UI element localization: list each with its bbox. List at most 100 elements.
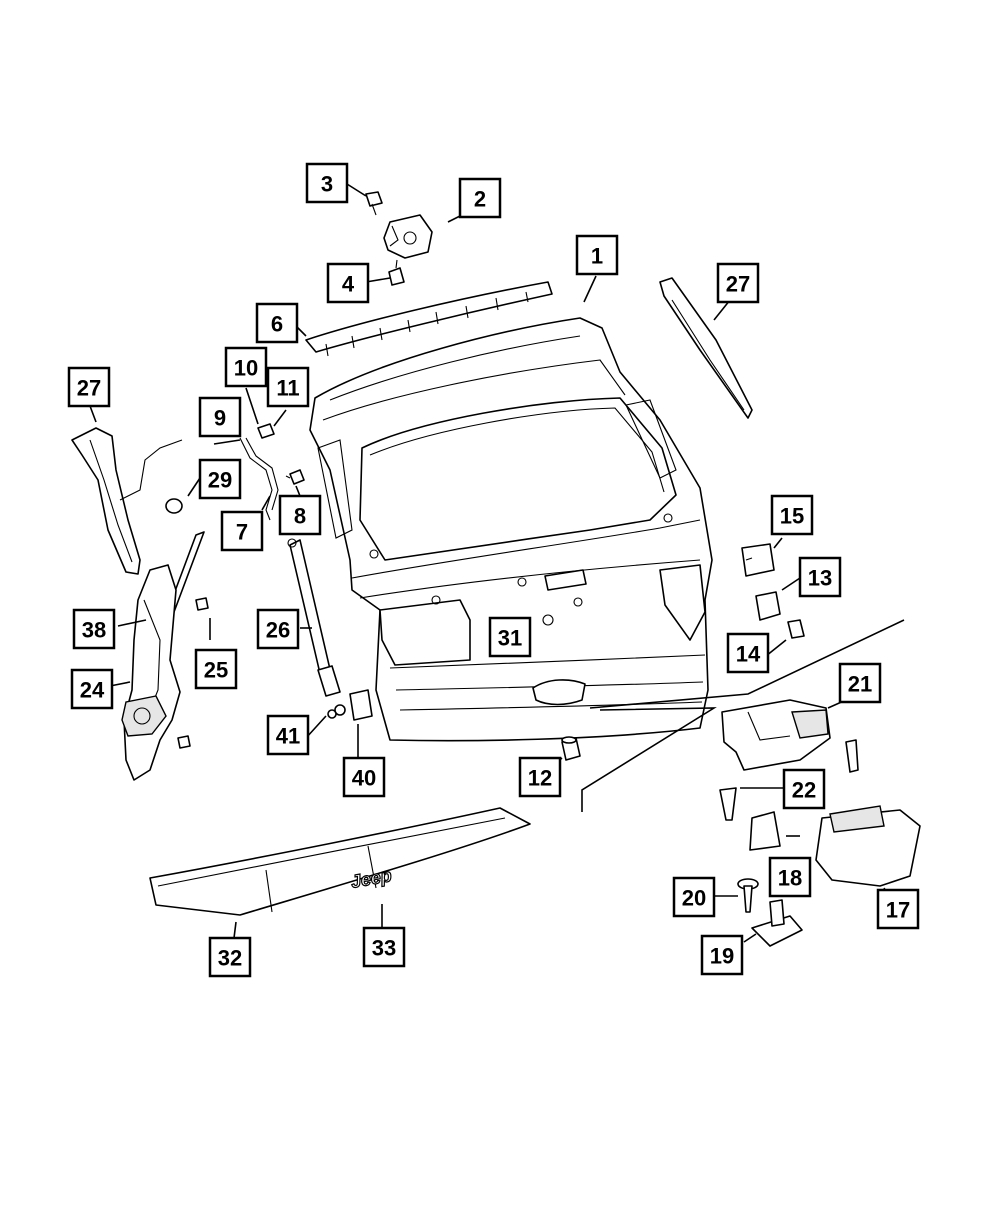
callout-1-box [575,234,619,276]
bracket-part [749,811,781,851]
callout-25: 25 [194,648,238,690]
callout-11-label: 11 [276,376,299,401]
callout-11-box [266,366,310,408]
bolt-part-10 [257,423,275,439]
callout-8-box [278,494,322,536]
callout-15: 15 [770,494,814,536]
right-guide-part [659,277,753,419]
callout-19: 19 [700,934,744,976]
callout-10-box [224,346,268,388]
callout-14-box [726,632,770,674]
callout-24-label: 24 [80,678,105,703]
callout-9: 9 [198,396,242,438]
callout-32-box [208,936,252,978]
bolt-part-3 [365,191,383,216]
callout-29-box [198,458,242,500]
callout-27-right: 27 [716,262,760,304]
callout-41: 41 [266,714,310,756]
callout-18-label: 18 [778,866,802,891]
callout-14-label: 14 [736,642,761,667]
callout-38-label: 38 [82,618,106,643]
callout-27-right-box [716,262,760,304]
latch-actuator-part [721,699,831,771]
callout-27-left: 27 [67,366,111,408]
callout-8-label: 8 [294,504,306,529]
callout-13-label: 13 [808,566,832,591]
callout-15-label: 15 [780,504,804,529]
callout-21-box [838,662,882,704]
callout-29: 29 [198,458,242,500]
callout-22-box [782,768,826,810]
callout-24-box [70,668,114,710]
callout-4-box [326,262,370,304]
callout-25-label: 25 [204,658,228,683]
callout-33-label: 33 [372,936,396,961]
callout-31-box [488,616,532,658]
left-guide-part [71,427,183,575]
striker-part [751,899,803,947]
callout-21-label: 21 [848,672,872,697]
bolt-part-25 [195,597,209,611]
callout-20: 20 [672,876,716,918]
callout-17-box [876,888,920,930]
callout-3: 3 [305,162,349,204]
callout-9-box [198,396,242,438]
callout-10: 10 [224,346,268,388]
callout-32: 32 [208,936,252,978]
callout-7-label: 7 [236,520,248,545]
callout-22: 22 [782,768,826,810]
callout-7: 7 [220,510,264,552]
callout-1: 1 [575,234,619,276]
callout-21: 21 [838,662,882,704]
grommet-part [165,498,183,514]
bolt-part-4 [388,259,405,286]
callout-26: 26 [256,608,300,650]
callout-27-right-label: 27 [726,272,750,297]
callout-29-label: 29 [208,468,232,493]
callout-31: 31 [488,616,532,658]
lower-applique-part: Jeep [149,807,531,916]
handle-part [815,805,921,887]
screw-part-22b [719,787,737,821]
callout-19-box [700,934,744,976]
callout-6-box [255,302,299,344]
callout-33-box [362,926,406,968]
callout-20-label: 20 [682,886,706,911]
screw-part-22 [845,739,859,773]
callout-18: 18 [768,856,812,898]
callout-14: 14 [726,632,770,674]
bumper-part [349,689,373,721]
cable-arm-part [239,437,279,521]
gasket-part [755,591,781,621]
callout-17-label: 17 [886,898,910,923]
callout-33: 33 [362,926,406,968]
callout-27-left-box [67,366,111,408]
callout-11: 11 [266,366,310,408]
callout-27-left-label: 27 [77,376,101,401]
callout-38-box [72,608,116,650]
latch-part [383,214,433,259]
detail-line-bottom [581,707,717,812]
callout-10-label: 10 [234,356,258,381]
callout-12: 12 [518,756,562,798]
callout-40-label: 40 [352,766,376,791]
callout-2-label: 2 [474,187,486,212]
callout-24: 24 [70,668,114,710]
bolt-part-8 [285,469,305,485]
callout-6-label: 6 [271,312,283,337]
liftgate-assembly [309,317,713,742]
callout-22-label: 22 [792,778,816,803]
callout-15-box [770,494,814,536]
callout-26-box [256,608,300,650]
callout-38: 38 [72,608,116,650]
leader-lines [89,183,895,943]
callout-9-label: 9 [214,406,226,431]
bolt-part-lower [177,735,191,749]
callout-3-label: 3 [321,172,333,197]
callout-7-box [220,510,264,552]
callout-2-box [458,177,502,219]
callout-3-box [305,162,349,204]
callout-13-box [798,556,842,598]
callout-40: 40 [342,756,386,798]
